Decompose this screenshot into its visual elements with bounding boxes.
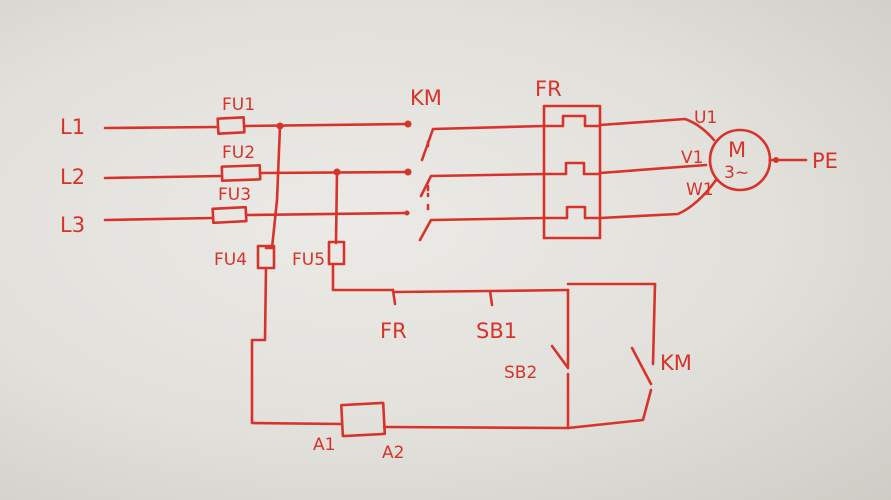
tap-l2-to-fu5 (334, 170, 339, 245)
label-km-main: KM (410, 86, 442, 110)
fuses-main (211, 116, 262, 225)
motor-section (598, 117, 808, 220)
fuse-fu3 (211, 205, 248, 225)
km-main-contacts (404, 120, 546, 242)
line-l2 (103, 170, 410, 180)
tap-l1-to-fu4 (264, 124, 282, 250)
label-motor-m: M (728, 138, 746, 162)
label-motor-phase: 3~ (724, 163, 749, 183)
km-aux-branch (566, 282, 657, 430)
label-l2: L2 (60, 165, 85, 189)
label-w1: W1 (686, 180, 714, 200)
label-fu2: FU2 (222, 143, 255, 163)
label-sb2: SB2 (504, 363, 537, 383)
fr-element-3 (542, 205, 602, 220)
label-v1: V1 (681, 148, 703, 168)
sb1-contact (488, 288, 570, 307)
power-lines (103, 122, 410, 222)
feed-u1 (598, 117, 716, 142)
fuse-fu4 (256, 244, 276, 270)
label-sb1: SB1 (476, 319, 517, 343)
km-blade-3 (418, 216, 546, 242)
labels: L1 L2 L3 FU1 FU2 FU3 FU4 FU5 KM FR U1 V1… (60, 77, 838, 463)
ctrl-wire-fu5-to-fr (331, 262, 395, 292)
km-pole-2-terminal (404, 168, 412, 176)
label-a2: A2 (382, 443, 404, 463)
label-a1: A1 (313, 435, 335, 455)
line-l3 (103, 211, 410, 222)
fuse-fu5 (327, 240, 346, 266)
fr-element-2 (542, 161, 602, 176)
sb2-branch (550, 288, 570, 430)
coil-km (339, 401, 387, 438)
ctrl-wire-coil-to-fu4 (250, 266, 344, 426)
fr-nc-contact (391, 288, 492, 306)
fuse-fu2 (220, 164, 262, 182)
km-pole-1-terminal (404, 120, 412, 128)
label-fr-top: FR (535, 77, 562, 101)
feed-v1 (598, 163, 708, 175)
km-pole-3-terminal (404, 210, 410, 216)
label-fr-contact: FR (380, 319, 407, 343)
pe-terminal (773, 157, 779, 163)
label-fu3: FU3 (218, 185, 251, 205)
label-km-aux: KM (660, 351, 692, 375)
feed-w1 (598, 178, 718, 220)
fuse-fu1 (216, 116, 246, 135)
label-fu1: FU1 (222, 95, 255, 115)
thermal-relay-fr (542, 104, 602, 240)
ctrl-bottom-return (382, 425, 570, 430)
label-l1: L1 (60, 115, 85, 139)
label-l3: L3 (60, 213, 85, 237)
label-fu5: FU5 (292, 250, 325, 270)
control-circuit (250, 262, 657, 438)
label-fu4: FU4 (214, 250, 247, 270)
km-blade-2 (419, 172, 546, 198)
fr-element-1 (542, 114, 602, 128)
label-pe: PE (812, 149, 838, 173)
line-l1 (103, 122, 410, 130)
label-u1: U1 (694, 108, 717, 128)
control-taps (256, 122, 346, 270)
km-blade-1 (420, 124, 546, 162)
